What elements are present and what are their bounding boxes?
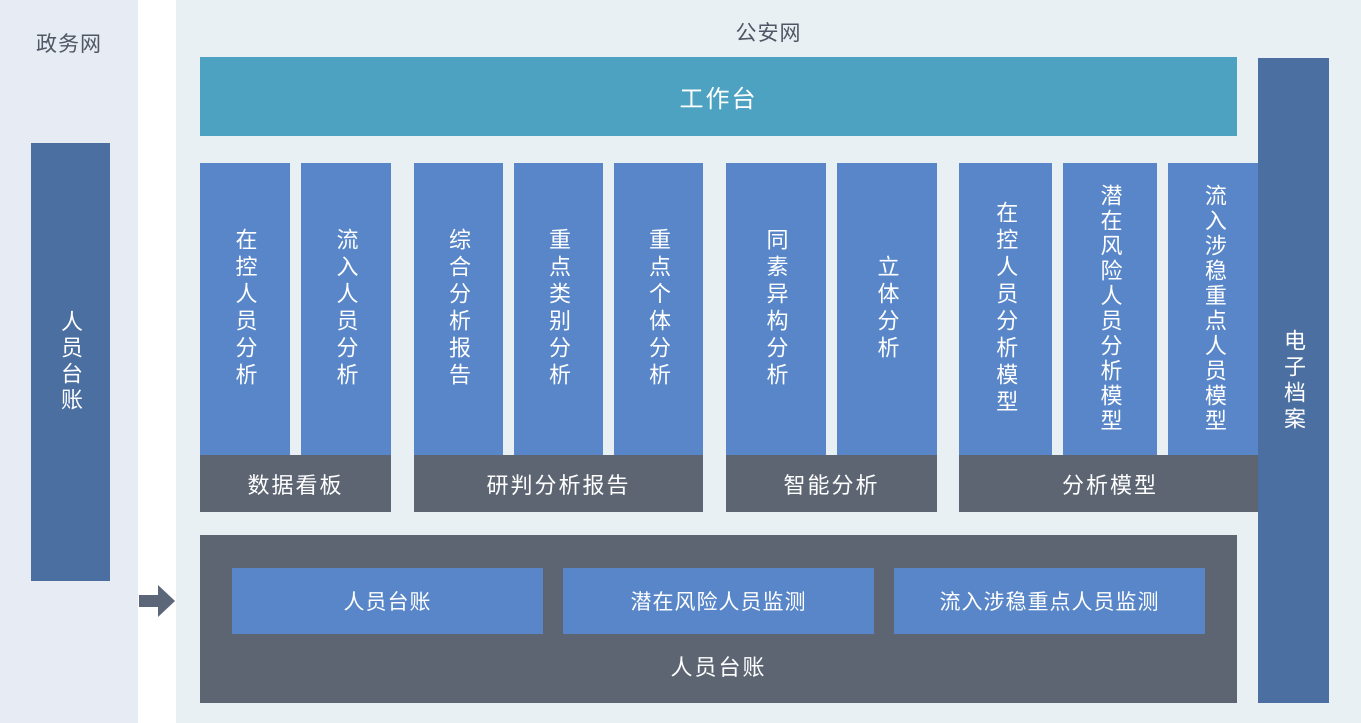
public-security-net-title: 公安网 (735, 22, 802, 45)
card-stereoscopic-analysis[interactable]: 立体分析 (837, 163, 937, 455)
card-label: 流入人员分析 (333, 228, 359, 390)
workbench-bar[interactable]: 工作台 (200, 57, 1237, 136)
public-security-net-panel: 公安网 工作台 在控人员分析 流入人员分析 数据看板 (176, 0, 1361, 723)
group-data-dashboard: 在控人员分析 流入人员分析 数据看板 (200, 163, 391, 512)
card-label: 综合分析报告 (446, 228, 472, 390)
card-label: 潜在风险人员分析模型 (1097, 184, 1123, 434)
government-personnel-ledger-label: 人员台账 (58, 310, 84, 414)
ledger-button-label: 潜在风险人员监测 (630, 591, 807, 614)
ledger-button-label: 人员台账 (343, 591, 432, 614)
group-cards: 综合分析报告 重点类别分析 重点个体分析 (414, 163, 703, 455)
card-key-individual-analysis[interactable]: 重点个体分析 (614, 163, 703, 455)
card-label: 流入涉稳重点人员模型 (1201, 184, 1227, 434)
group-intelligent-analysis: 同素异构分析 立体分析 智能分析 (726, 163, 937, 512)
group-footer-data-dashboard[interactable]: 数据看板 (200, 455, 391, 512)
group-footer-intelligent-analysis[interactable]: 智能分析 (726, 455, 937, 512)
ledger-button-inflow-stability-key-personnel-monitoring[interactable]: 流入涉稳重点人员监测 (894, 568, 1205, 634)
card-label: 同素异构分析 (763, 228, 789, 390)
card-label: 在控人员分析模型 (993, 201, 1019, 417)
functional-groups: 在控人员分析 流入人员分析 数据看板 综合分析报告 重点类别 (200, 163, 1261, 512)
government-personnel-ledger-bar[interactable]: 人员台账 (31, 143, 110, 581)
group-footer-label: 研判分析报告 (486, 472, 631, 498)
card-label: 重点类别分析 (546, 228, 572, 390)
ledger-button-personnel-ledger[interactable]: 人员台账 (232, 568, 543, 634)
card-key-category-analysis[interactable]: 重点类别分析 (514, 163, 603, 455)
personnel-ledger-buttons: 人员台账 潜在风险人员监测 流入涉稳重点人员监测 (232, 568, 1205, 634)
card-potential-risk-personnel-analysis-model[interactable]: 潜在风险人员分析模型 (1063, 163, 1157, 455)
electronic-archive-label: 电子档案 (1281, 328, 1307, 433)
card-in-control-personnel-analysis-model[interactable]: 在控人员分析模型 (959, 163, 1053, 455)
government-net-title: 政务网 (36, 33, 102, 56)
card-in-control-personnel-analysis[interactable]: 在控人员分析 (200, 163, 290, 455)
personnel-ledger-panel-label: 人员台账 (670, 655, 767, 680)
card-isomer-heterostructure-analysis[interactable]: 同素异构分析 (726, 163, 826, 455)
group-footer-label: 分析模型 (1061, 472, 1158, 498)
ledger-button-label: 流入涉稳重点人员监测 (939, 591, 1160, 614)
government-net-zone: 政务网 人员台账 (0, 0, 138, 723)
card-comprehensive-analysis-report[interactable]: 综合分析报告 (414, 163, 503, 455)
group-footer-analysis-report[interactable]: 研判分析报告 (414, 455, 703, 512)
ledger-button-potential-risk-personnel-monitoring[interactable]: 潜在风险人员监测 (563, 568, 874, 634)
personnel-ledger-panel: 人员台账 潜在风险人员监测 流入涉稳重点人员监测 人员台账 (200, 535, 1237, 703)
group-cards: 同素异构分析 立体分析 (726, 163, 937, 455)
card-label: 重点个体分析 (646, 228, 672, 390)
arrow-right-icon (139, 585, 175, 617)
card-label: 立体分析 (874, 255, 900, 363)
electronic-archive-bar[interactable]: 电子档案 (1258, 58, 1329, 703)
group-footer-analysis-model[interactable]: 分析模型 (959, 455, 1261, 512)
workbench-label: 工作台 (679, 86, 758, 113)
card-label: 在控人员分析 (232, 228, 258, 390)
group-analysis-report: 综合分析报告 重点类别分析 重点个体分析 研判分析报告 (414, 163, 703, 512)
group-footer-label: 智能分析 (783, 472, 880, 498)
group-cards: 在控人员分析模型 潜在风险人员分析模型 流入涉稳重点人员模型 (959, 163, 1261, 455)
group-footer-label: 数据看板 (247, 472, 344, 498)
group-cards: 在控人员分析 流入人员分析 (200, 163, 391, 455)
card-inflow-personnel-analysis[interactable]: 流入人员分析 (301, 163, 391, 455)
card-inflow-stability-key-personnel-model[interactable]: 流入涉稳重点人员模型 (1167, 163, 1261, 455)
group-analysis-model: 在控人员分析模型 潜在风险人员分析模型 流入涉稳重点人员模型 分析模型 (959, 163, 1261, 512)
